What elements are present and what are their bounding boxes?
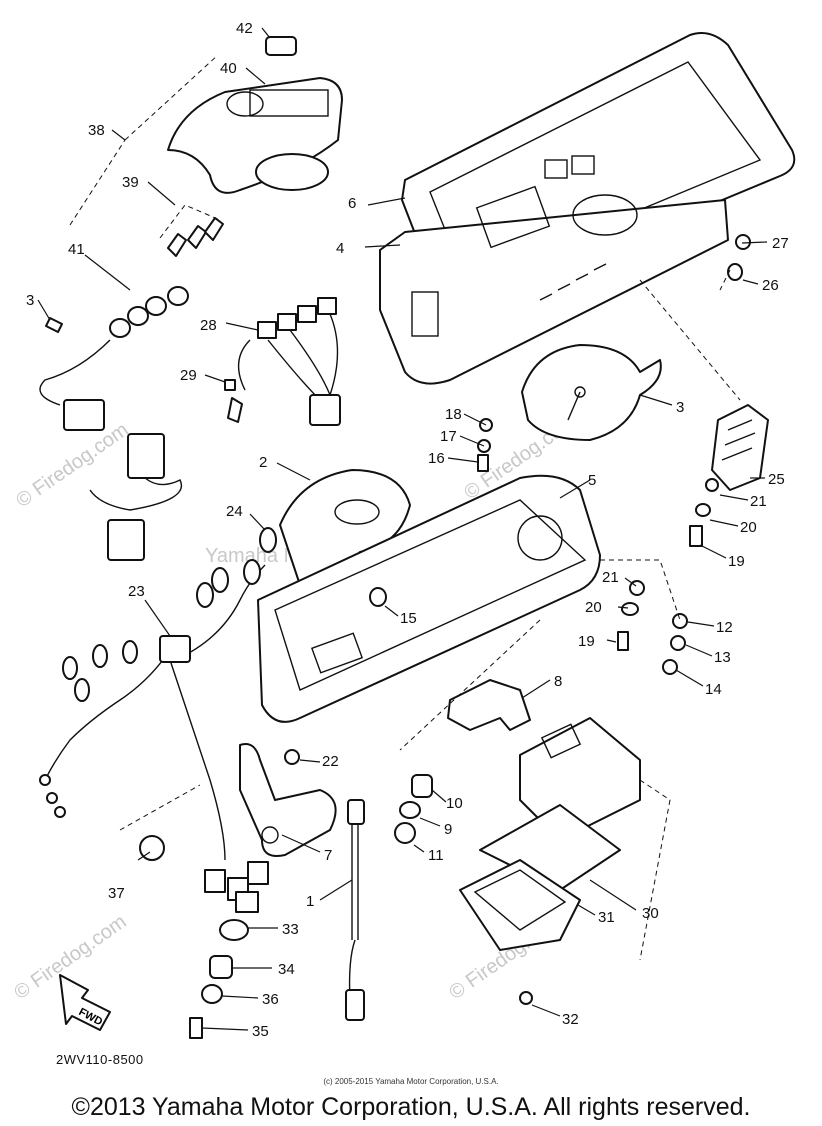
callout-35: 35: [252, 1023, 269, 1040]
callout-40: 40: [220, 60, 237, 77]
copyright-footer: ©2013 Yamaha Motor Corporation, U.S.A. A…: [71, 1093, 751, 1121]
hardware-drawing: [139, 234, 751, 1039]
callout-18: 18: [445, 406, 462, 423]
callout-13: 13: [714, 649, 731, 666]
callout-5: 5: [588, 472, 596, 489]
callout-37: 37: [108, 885, 125, 902]
meter-cover-drawing: [379, 32, 796, 385]
callout-21-mid: 21: [602, 569, 619, 586]
top-console-drawing: [167, 36, 343, 194]
callout-3-right: 3: [676, 399, 684, 416]
bulb-harness-drawing: [39, 217, 224, 561]
bracket-drawing: [239, 743, 337, 857]
callout-20-right: 20: [740, 519, 757, 536]
watermark-left: © Firedog.com: [12, 419, 132, 512]
callout-28: 28: [200, 317, 217, 334]
callout-42: 42: [236, 20, 253, 37]
callout-31: 31: [598, 909, 615, 926]
callout-27: 27: [772, 235, 789, 252]
indicator-unit-drawing: [459, 717, 641, 1005]
reference-lines: [69, 54, 741, 961]
callout-12: 12: [716, 619, 733, 636]
callout-19-right: 19: [728, 553, 745, 570]
callout-17: 17: [440, 428, 457, 445]
lower-case-drawing: [257, 469, 601, 723]
callout-11: 11: [428, 847, 444, 864]
leader-lines: [37, 27, 768, 1031]
callout-30: 30: [642, 905, 659, 922]
source-note: (c) 2005-2015 Yamaha Motor Corporation, …: [323, 1077, 499, 1086]
tachometer-drawing: [521, 344, 662, 441]
callout-24: 24: [226, 503, 243, 520]
callout-9: 9: [444, 821, 452, 838]
socket-harness-drawing: [224, 297, 341, 426]
callout-25: 25: [768, 471, 785, 488]
callout-8: 8: [554, 673, 562, 690]
callout-33: 33: [282, 921, 299, 938]
callout-34: 34: [278, 961, 295, 978]
main-harness-drawing: [39, 527, 277, 913]
callout-32: 32: [562, 1011, 579, 1028]
callout-21-right: 21: [750, 493, 767, 510]
callout-6: 6: [348, 195, 356, 212]
callout-4: 4: [336, 240, 344, 257]
switch-unit-drawing: [711, 404, 769, 491]
callout-16: 16: [428, 450, 445, 467]
callout-23: 23: [128, 583, 145, 600]
callout-41: 41: [68, 241, 85, 258]
callout-19-mid: 19: [578, 633, 595, 650]
callout-22: 22: [322, 753, 339, 770]
stay-bracket-drawing: [447, 679, 531, 731]
callout-29: 29: [180, 367, 197, 384]
callout-1: 1: [306, 893, 314, 910]
callout-38: 38: [88, 122, 105, 139]
callout-10: 10: [446, 795, 463, 812]
callout-15: 15: [400, 610, 417, 627]
meter-cable-drawing: [345, 799, 365, 1021]
drawing-code: 2WV110-8500: [56, 1052, 144, 1067]
fwd-arrow-icon: FWD: [59, 974, 111, 1031]
callout-20-mid: 20: [585, 599, 602, 616]
callout-14: 14: [705, 681, 722, 698]
callout-3-left: 3: [26, 292, 34, 309]
callout-2: 2: [259, 454, 267, 471]
callout-7: 7: [324, 847, 332, 864]
callout-labels: 42 40 38 39 41 3 28 29 6 4 27 26 3 18 17…: [26, 20, 789, 1040]
callout-36: 36: [262, 991, 279, 1008]
callout-26: 26: [762, 277, 779, 294]
callout-39: 39: [122, 174, 139, 191]
